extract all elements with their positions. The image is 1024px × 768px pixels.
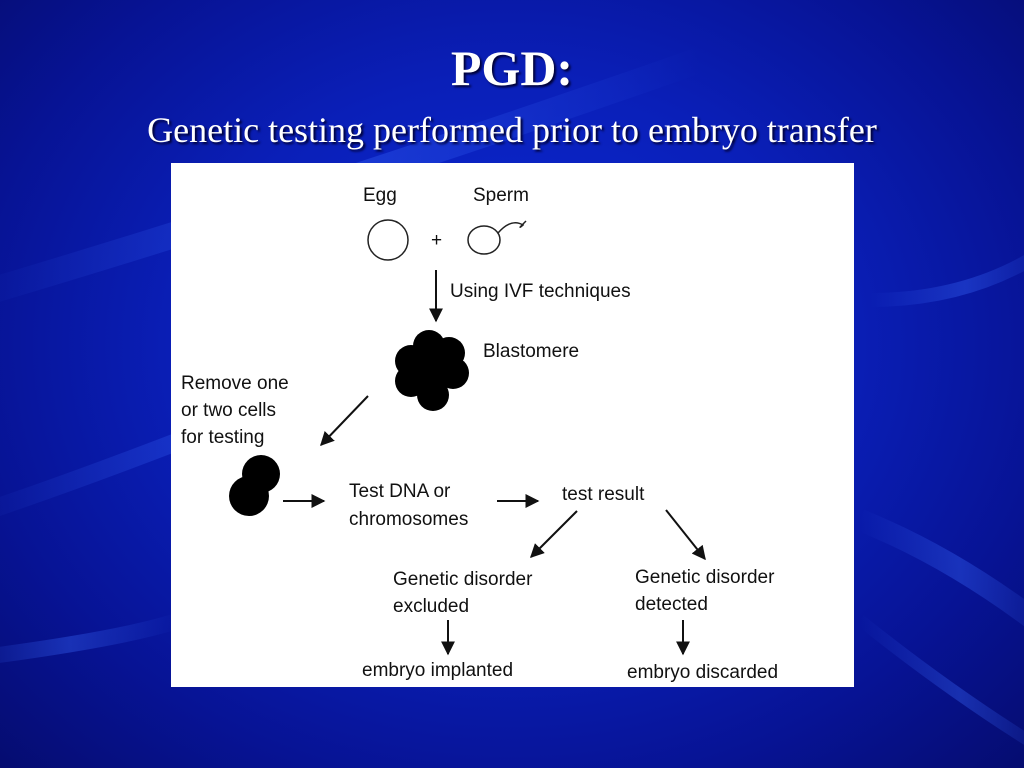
blastomere-icon xyxy=(395,330,469,411)
test-line2: chromosomes xyxy=(349,509,468,530)
ivf-label: Using IVF techniques xyxy=(450,281,631,302)
remove-line3: for testing xyxy=(181,427,264,448)
detected-arrow xyxy=(665,509,706,561)
slide-subtitle: Genetic testing performed prior to embry… xyxy=(147,110,877,150)
excluded-arrow xyxy=(530,510,578,558)
remove-line1: Remove one xyxy=(181,373,289,394)
detected-line2: detected xyxy=(635,594,708,615)
test-line1: Test DNA or xyxy=(349,481,451,502)
excluded-line1: Genetic disorder xyxy=(393,569,533,590)
detected-line1: Genetic disorder xyxy=(635,567,775,588)
pgd-diagram: Egg Sperm + Using IVF techniques Blastom… xyxy=(171,163,854,687)
pgd-flowchart: Egg Sperm + Using IVF techniques Blastom… xyxy=(181,185,778,683)
implanted-label: embryo implanted xyxy=(362,660,513,681)
excluded-line2: excluded xyxy=(393,596,469,617)
removed-cells-icon xyxy=(229,455,280,516)
sperm-icon xyxy=(467,220,527,255)
slide-title: PGD: xyxy=(450,40,574,96)
blastomere-label: Blastomere xyxy=(483,341,579,362)
remove-arrow xyxy=(320,395,369,447)
egg-icon xyxy=(367,219,409,261)
remove-line2: or two cells xyxy=(181,400,276,421)
sperm-label: Sperm xyxy=(473,185,529,206)
egg-label: Egg xyxy=(363,185,397,206)
plus-sign: + xyxy=(431,230,442,251)
discarded-label: embryo discarded xyxy=(627,662,778,683)
test-result-label: test result xyxy=(562,484,645,505)
